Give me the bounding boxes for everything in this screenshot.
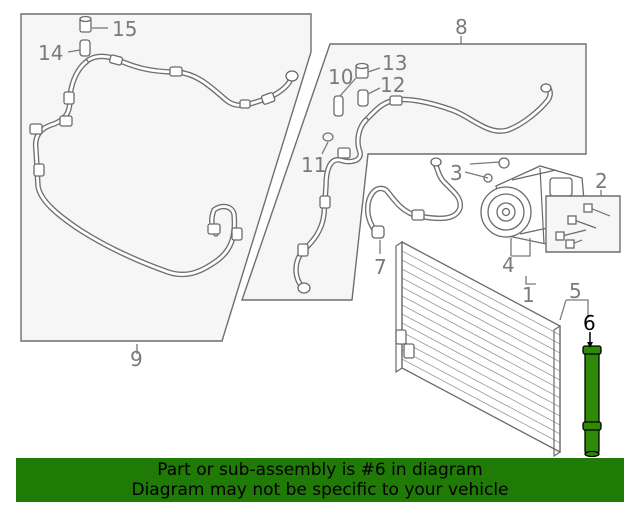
panel-9-hose-assembly xyxy=(20,13,312,342)
condenser-fin xyxy=(401,295,561,381)
panel-8-line-assembly xyxy=(241,43,587,301)
condenser-fin xyxy=(401,250,561,336)
condenser-fin xyxy=(401,304,561,390)
condenser-fin xyxy=(401,331,561,417)
callout-7: 7 xyxy=(374,255,387,279)
condenser-fin xyxy=(401,340,561,426)
callout-13: 13 xyxy=(382,51,407,75)
callout-8: 8 xyxy=(455,15,468,39)
disclaimer-banner: Part or sub-assembly is #6 in diagram Di… xyxy=(16,458,624,502)
callout-4: 4 xyxy=(502,253,515,277)
condenser-fin xyxy=(401,277,561,363)
part-6-receiver-drier xyxy=(582,345,602,458)
callout-2: 2 xyxy=(595,169,608,193)
callout-11: 11 xyxy=(301,153,326,177)
condenser-fin xyxy=(401,358,561,444)
callout-labels: 1 2 3 4 5 6 7 8 9 10 11 12 13 14 15 xyxy=(38,15,608,371)
callout-10: 10 xyxy=(328,65,353,89)
banner-line-2: Diagram may not be specific to your vehi… xyxy=(131,480,509,500)
callout-5: 5 xyxy=(569,279,582,303)
condenser-fin xyxy=(401,268,561,354)
leader-lines xyxy=(67,27,602,354)
compressor-assembly xyxy=(480,157,621,253)
drier-body-highlight xyxy=(584,349,600,455)
condenser-fin xyxy=(401,286,561,372)
part-7-hose xyxy=(365,157,464,239)
callout-15: 15 xyxy=(112,17,137,41)
callout-14: 14 xyxy=(38,41,63,65)
banner-line-1: Part or sub-assembly is #6 in diagram xyxy=(157,460,483,480)
part-2-bolts xyxy=(545,195,621,253)
callout-1: 1 xyxy=(522,283,535,307)
condenser-fin xyxy=(401,313,561,399)
condenser-fin xyxy=(401,322,561,408)
callout-6-highlighted: 6 xyxy=(583,311,596,335)
callout-12: 12 xyxy=(380,73,405,97)
condenser-fin xyxy=(401,259,561,345)
condenser-fin xyxy=(401,349,561,435)
callout-9: 9 xyxy=(130,347,143,371)
callout-3: 3 xyxy=(450,161,463,185)
condenser xyxy=(395,240,561,458)
